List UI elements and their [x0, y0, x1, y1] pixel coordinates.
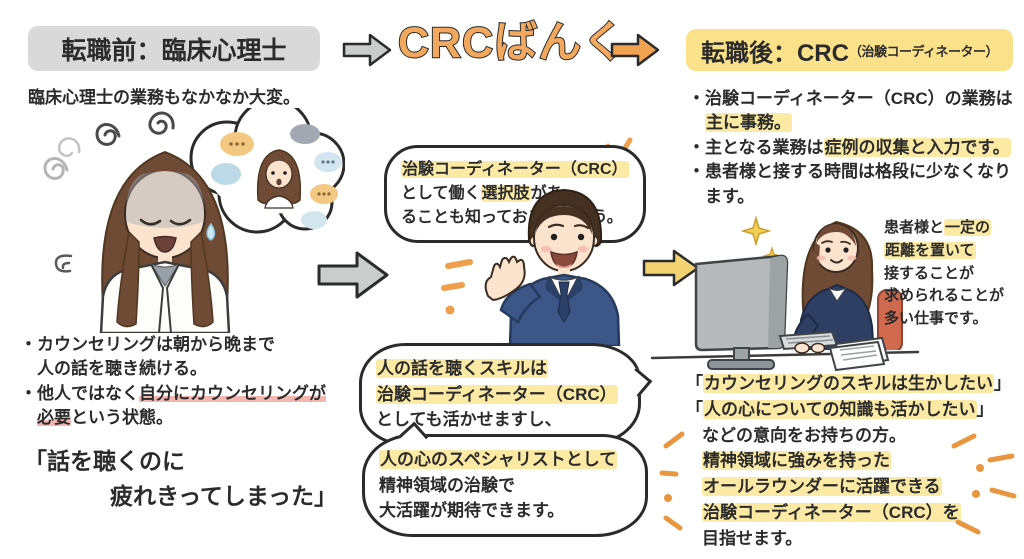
exhausted-psychologist-illustration: [43, 108, 345, 333]
bullet-line: ます。: [705, 186, 755, 206]
sparkle-icon: [740, 215, 772, 247]
before-bullet-list: ・カウンセリングは朝から晩まで 人の話を聴き続ける。 ・他人ではなく自分にカウン…: [20, 333, 352, 431]
distance-side-note: 患者様と一定の 距離を置いて 接することが 求められることが 多い仕事です。: [884, 219, 1005, 328]
bullet-line: ・カウンセリングは朝から晩まで: [20, 335, 275, 354]
after-career-label: 転職後：CRC: [700, 39, 849, 67]
before-career-header: 転職前：臨床心理士: [28, 26, 320, 71]
bullet-line: 必要という状態。: [37, 408, 173, 428]
clinical-psychologist-intro: 臨床心理士の業務もなかなか大変。: [28, 88, 300, 107]
arrow-right-gray-icon: [342, 33, 392, 67]
highlighted-text: 症例の収集と入力です。: [823, 137, 1011, 157]
stress-squiggle-icon: [95, 123, 121, 146]
highlighted-text: 人の心についての知識も活かしたい: [703, 399, 977, 419]
highlighted-text: オールラウンダーに活躍できる: [702, 477, 942, 497]
crc-advisor-man-illustration: [484, 188, 621, 346]
arrow-right-orange-icon: [610, 33, 660, 67]
highlighted-text: 治験コーディネーター（CRC）: [401, 161, 629, 178]
chat-bubble-icon: [290, 124, 320, 144]
after-career-header: 転職後：CRC（治験コーディネーター）: [686, 29, 1013, 71]
advisor-speech-bubble-bottom: 人の心のスペシャリストとして 精神領域の治験で 大活躍が期待できます。: [362, 421, 648, 537]
chat-bubble-icon: [211, 163, 241, 185]
site-logo-title: CRCばんく: [397, 18, 627, 68]
pink-marked-text: 自分にカウンセリングが: [139, 383, 326, 403]
arrow-right-yellow-mid-icon: [642, 249, 700, 287]
advisor-speech-bubble-middle: 人の話を聴くスキルは 治験コーディネーター（CRC） としても活かせますし、: [359, 343, 653, 446]
emphasis-burst-right-icon: [951, 433, 1017, 535]
exhausted-woman: [99, 150, 231, 333]
after-bullet-list: ・治験コーディネーター（CRC）の業務は 主に事務。 ・主となる業務は症例の収集…: [688, 87, 1024, 209]
emphasis-dashes-icon: [441, 259, 473, 315]
crc-woman-at-desk-illustration: [650, 215, 920, 373]
stress-squiggle-icon: [57, 137, 81, 158]
highlighted-text: 主に事務。: [705, 113, 792, 133]
highlighted-text: 選択肢: [480, 185, 531, 202]
arrow-right-gray-mid-icon: [317, 251, 389, 299]
bullet-line: ・他人ではなく自分にカウンセリングが: [20, 383, 326, 403]
chat-bubble-icon: [301, 211, 327, 229]
stress-squiggle-icon: [148, 111, 175, 135]
emphasis-burst-left-icon: [659, 431, 685, 531]
sweat-drop-icon: [206, 222, 216, 241]
bullet-line: ・患者様と接する時間は格段に少なくなり: [688, 162, 1011, 182]
bullet-line: ・治験コーディネーター（CRC）の業務は: [688, 89, 1013, 108]
closing-message: 「カウンセリングのスキルは生かしたい」 「人の心についての知識も活かしたい」 な…: [686, 374, 1011, 548]
highlighted-text: 一定の: [944, 219, 992, 236]
stress-squiggle-icon: [43, 157, 69, 180]
highlighted-text: 治験コーディネーター（CRC）: [376, 384, 618, 404]
bullet-line: 人の話を聴き続ける。: [37, 359, 207, 379]
burnout-quote: 「話を聴くのに 疲れきってしまった」: [24, 448, 338, 509]
before-career-label: 転職前：臨床心理士: [61, 36, 287, 65]
raised-hand: [484, 255, 526, 302]
highlighted-text: カウンセリングのスキルは生かしたい: [703, 374, 994, 393]
bullet-line: 主に事務。: [688, 111, 1024, 135]
sigh-icon: [54, 254, 73, 273]
advisor-speech-bubble-top: 治験コーディネーター（CRC） として働く選択肢があ ることも知っておきましょう…: [384, 145, 646, 256]
highlighted-text: 精神領域に強みを持った: [702, 451, 891, 471]
documents: [828, 336, 890, 372]
pink-marked-text: 必要: [37, 408, 71, 428]
bullet-line: ・主となる業務は症例の収集と入力です。: [688, 137, 1011, 157]
highlighted-text: 人の話を聴くスキルは: [376, 359, 548, 378]
highlighted-text: 人の心のスペシャリストとして: [379, 450, 618, 469]
highlighted-text: 治験コーディネーター（CRC）を: [702, 503, 961, 523]
after-career-sublabel: （治験コーディネーター）: [848, 43, 999, 59]
thought-bubble: [189, 108, 345, 251]
bubble-tail: [622, 367, 653, 398]
highlighted-text: 距離を置いて: [884, 241, 976, 259]
